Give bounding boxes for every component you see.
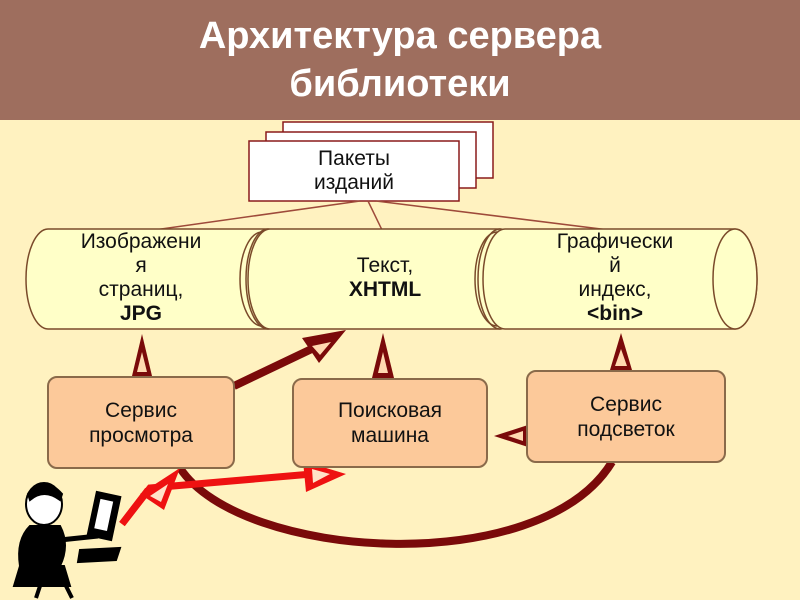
store-index-line-1: Графически bbox=[556, 230, 674, 253]
store-index-line-3: индекс, bbox=[578, 278, 652, 301]
store-index-line-2: й bbox=[609, 254, 621, 277]
search-engine-label: Поисковая машина bbox=[337, 399, 443, 447]
search-engine-box: Поисковая машина bbox=[292, 378, 488, 468]
store-cylinder-index bbox=[474, 228, 758, 330]
store-index-format: <bin> bbox=[586, 302, 644, 325]
arrows-red bbox=[119, 461, 346, 527]
packages-label: Пакеты изданий bbox=[249, 147, 459, 195]
store-images-format: JPG bbox=[119, 302, 163, 325]
viewer-service-box: Сервис просмотра bbox=[47, 376, 235, 469]
page-title: Архитектура сервера библиотеки bbox=[0, 0, 800, 120]
package-links bbox=[139, 200, 626, 233]
packages-line-1: Пакеты bbox=[318, 147, 390, 170]
store-images-line-2: я bbox=[135, 254, 147, 277]
store-images-label: Изображени я страниц, JPG bbox=[56, 230, 226, 326]
store-images-line-3: страниц, bbox=[98, 278, 184, 301]
title-line-1: Архитектура сервера bbox=[198, 15, 602, 57]
store-images-line-1: Изображени bbox=[80, 230, 202, 253]
store-text-format: XHTML bbox=[348, 278, 422, 301]
packages-line-2: изданий bbox=[314, 171, 394, 194]
highlight-service-box: Сервис подсветок bbox=[526, 370, 726, 463]
arrows-dark bbox=[132, 330, 632, 548]
store-index-label: Графически й индекс, <bin> bbox=[530, 230, 700, 326]
title-line-2: библиотеки bbox=[289, 63, 511, 105]
highlight-service-label: Сервис подсветок bbox=[577, 392, 675, 441]
store-text-label: Текст, XHTML bbox=[300, 254, 470, 302]
viewer-service-label: Сервис просмотра bbox=[89, 398, 193, 447]
person-at-computer-icon bbox=[12, 482, 122, 599]
store-text-line-1: Текст, bbox=[356, 254, 414, 277]
packages-stack bbox=[248, 121, 494, 202]
